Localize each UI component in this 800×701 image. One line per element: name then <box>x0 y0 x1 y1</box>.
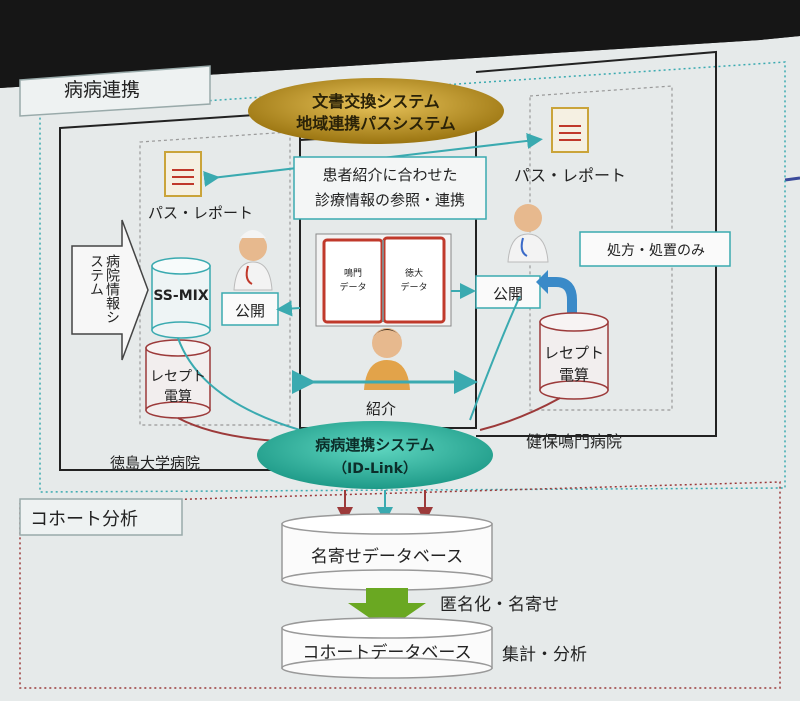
cohort-db-label: コホートデータベース <box>302 643 472 663</box>
left-document-icon <box>164 151 202 197</box>
left-receipt-label: レセプト <box>150 369 206 385</box>
right-receipt-label-2: 電算 <box>558 366 589 384</box>
book-right-line1: 徳大 <box>404 269 423 279</box>
screen-edge-mark <box>784 176 800 182</box>
right-doctor-icon <box>507 204 549 263</box>
hospital-info-system-arrow <box>71 219 149 361</box>
right-publish-label: 公開 <box>492 285 523 303</box>
left-receipt-label-2: 電算 <box>164 389 192 405</box>
anonymize-arrow <box>348 588 426 630</box>
center-to-left-publish-arrow <box>276 300 301 317</box>
book-left-line1: 鳴門 <box>343 269 362 279</box>
idlink-line2: （ID-Link） <box>333 461 417 477</box>
ssmix-cylinder <box>151 257 211 339</box>
left-path-report-label: パス・レポート <box>148 204 254 222</box>
book-left-line2: データ <box>339 283 367 293</box>
byobyo-label-box <box>19 65 211 117</box>
tokushima-hospital-label: 徳島大学病院 <box>110 454 201 472</box>
cohort-frame <box>19 481 781 689</box>
ellipse-line2: 地域連携パスシステム <box>296 114 456 133</box>
naruto-hospital-label: 健保鳴門病院 <box>526 432 623 451</box>
cohort-label-box <box>19 498 183 536</box>
nayose-db-label: 名寄せデータベース <box>310 547 464 567</box>
center-caption-box <box>293 156 487 220</box>
byobyo-section-label: 病病連携 <box>64 79 141 101</box>
cohort-section-label: コホート分析 <box>30 509 138 530</box>
idlink-ellipse <box>257 421 493 489</box>
receipt-to-publish-arrowhead <box>536 270 548 294</box>
left-doctor-icon <box>233 230 273 291</box>
ellipse-line1: 文書交換システム <box>312 92 440 111</box>
left-receipt-cylinder <box>145 339 211 419</box>
ssmix-label: SS-MIX <box>153 288 209 304</box>
center-caption-line1: 患者紹介に合わせた <box>322 166 458 184</box>
receipt-to-publish-arrow <box>548 277 577 318</box>
cohort-db-cylinder <box>281 617 493 679</box>
data-binder <box>315 233 452 327</box>
idlink-line1: 病病連携システム <box>315 436 435 454</box>
referral-label: 紹介 <box>366 400 397 418</box>
right-receipt-cylinder <box>539 312 609 400</box>
document-exchange-ellipse <box>248 78 504 144</box>
left-publish-label: 公開 <box>234 302 265 320</box>
right-receipt-to-idlink-line <box>479 397 561 431</box>
right-receipt-label: レセプト <box>543 344 604 362</box>
anonymize-step-label: 匿名化・名寄せ <box>440 595 559 615</box>
aggregate-step-label: 集計・分析 <box>502 645 587 665</box>
right-publish-box <box>475 275 541 309</box>
ssmix-to-idlink-line <box>177 337 301 431</box>
book-right-line2: データ <box>400 283 428 293</box>
prescription-only-box <box>579 231 731 267</box>
right-publish-to-idlink-line <box>469 295 521 421</box>
right-path-report-label: パス・レポート <box>514 166 627 185</box>
nayose-db-cylinder <box>281 513 493 591</box>
hospital-info-system-label: 病院情報システム <box>88 254 120 324</box>
prescription-only-label: 処方・処置のみ <box>607 243 705 259</box>
center-caption-line2: 診療情報の参照・連携 <box>314 191 465 209</box>
right-document-icon <box>551 107 589 153</box>
